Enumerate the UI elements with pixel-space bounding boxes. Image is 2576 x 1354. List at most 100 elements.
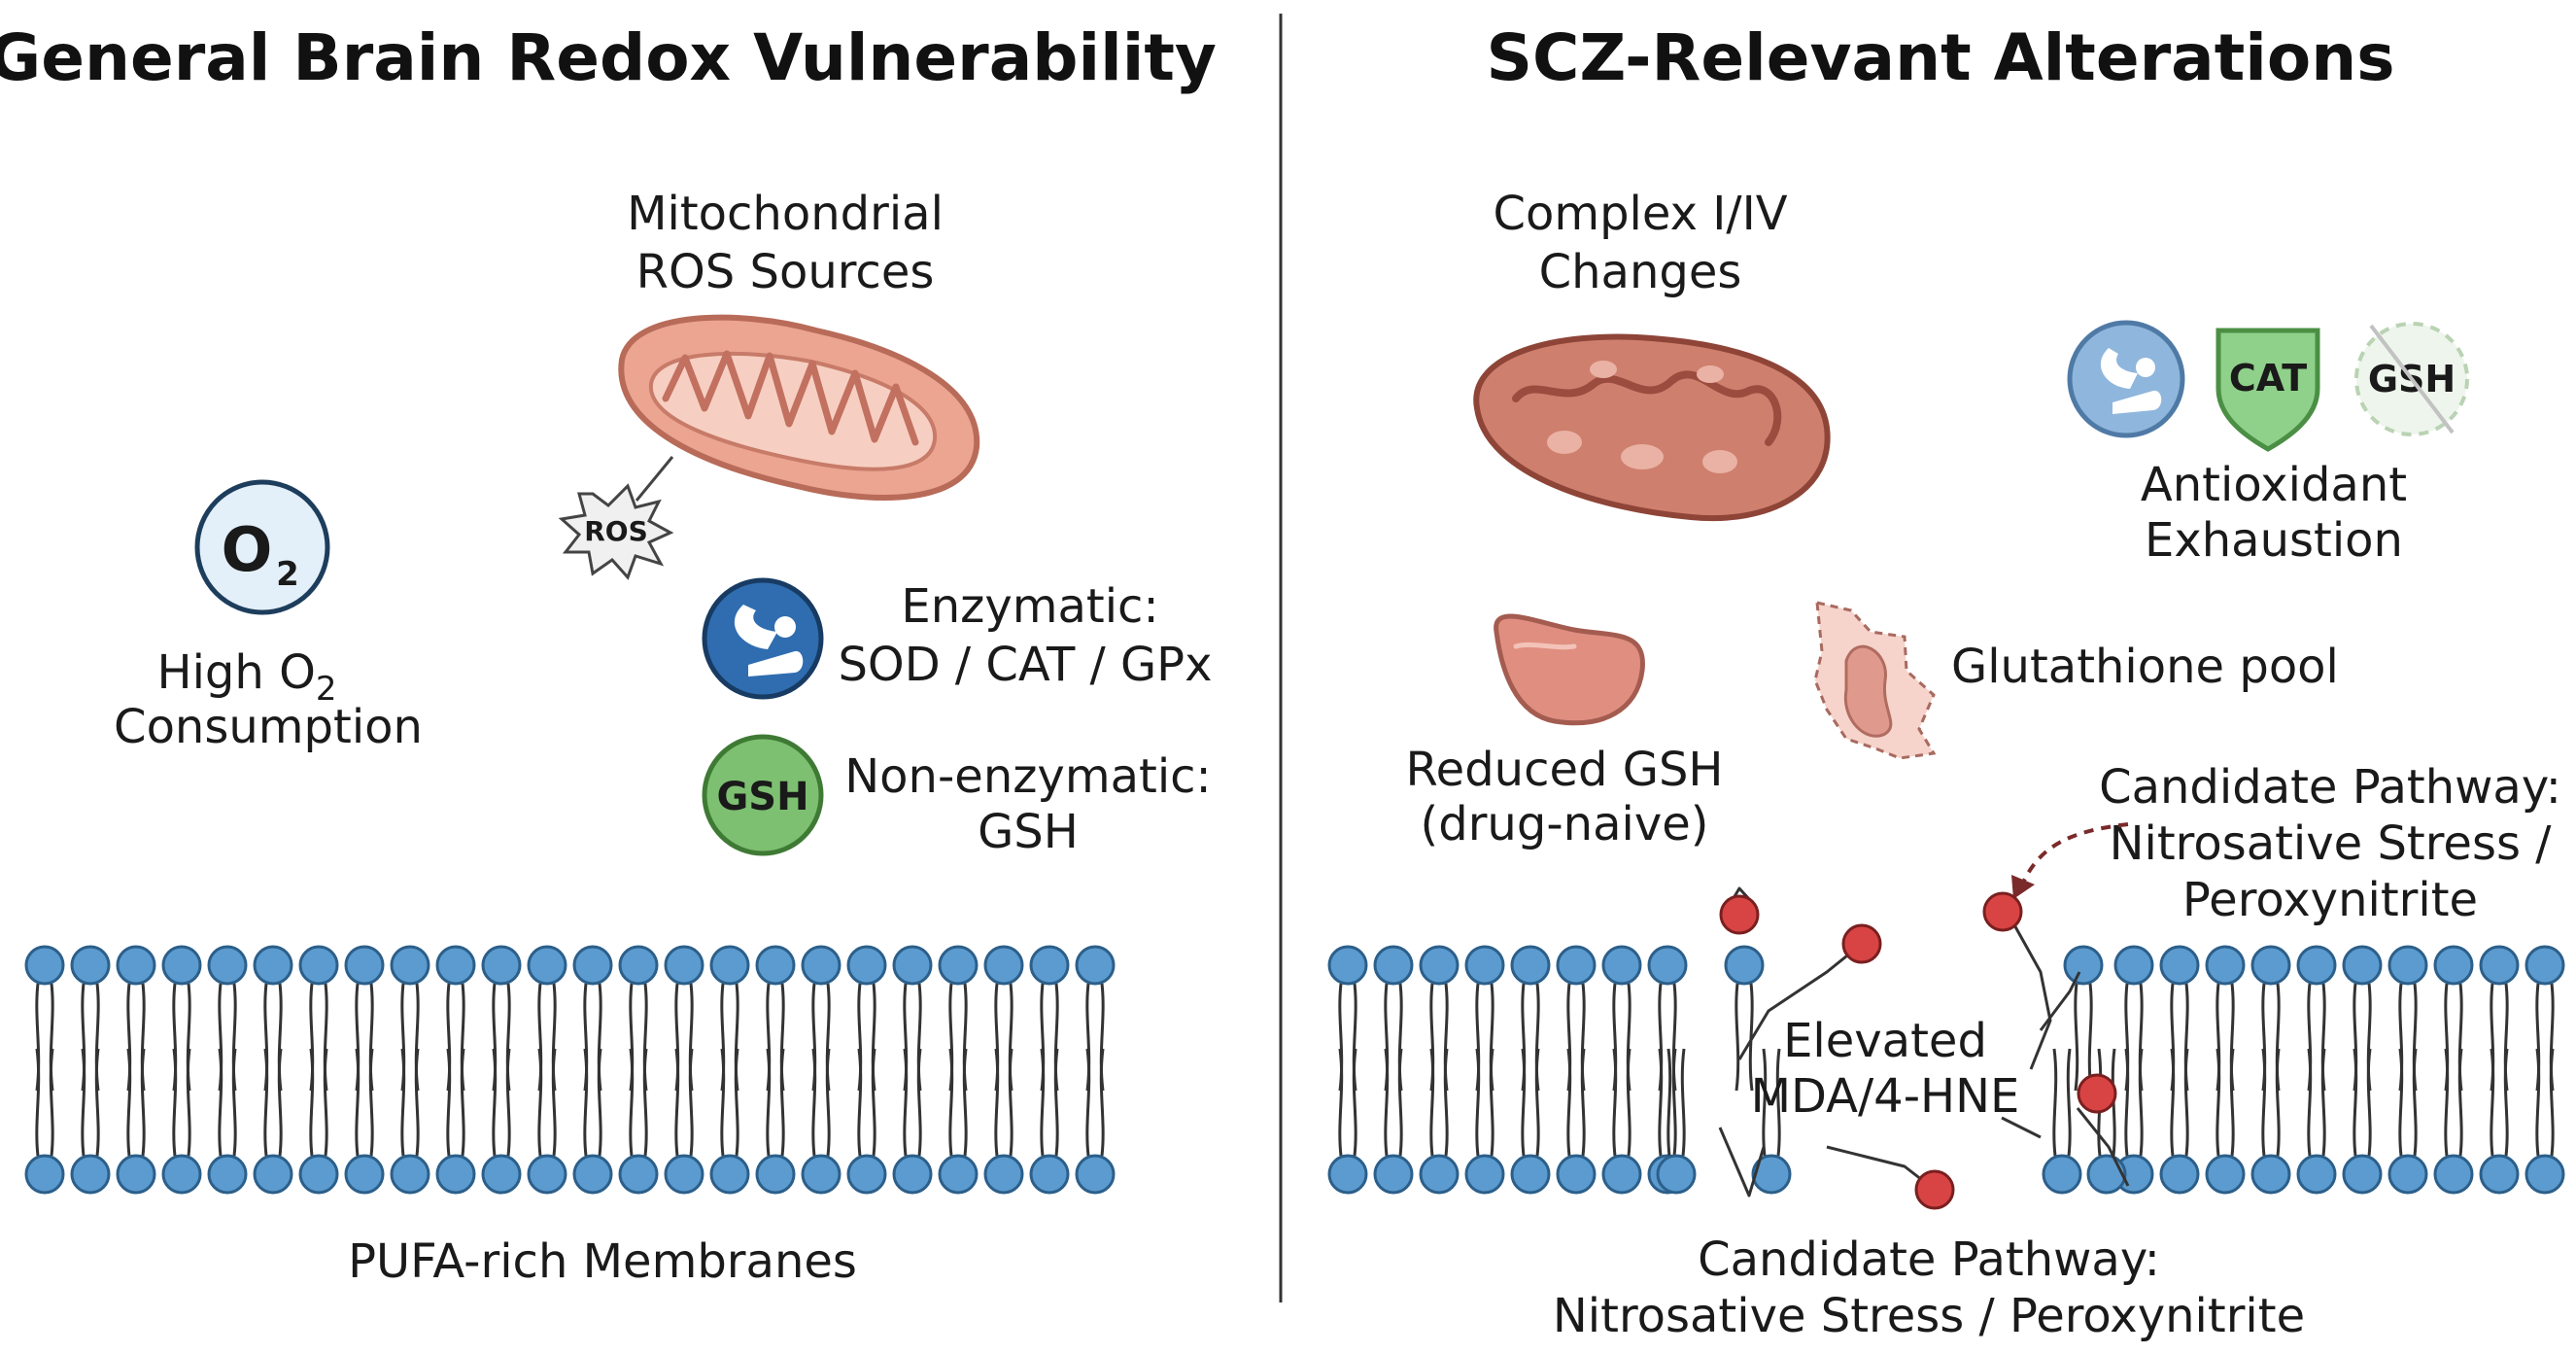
reduced-gsh-label-line2: (drug-naive) (1421, 797, 1709, 851)
left-panel: General Brain Redox Vulnerability Mitoch… (0, 20, 1217, 1289)
membrane-label: PUFA-rich Membranes (348, 1234, 857, 1289)
left-panel-title: General Brain Redox Vulnerability (0, 20, 1217, 95)
lipid-head (435, 1154, 476, 1195)
lipid-head (2524, 1154, 2565, 1195)
o2-label-line1: High O2 (157, 645, 337, 709)
lipid-head (2433, 1154, 2474, 1195)
lipid-head (2342, 1154, 2383, 1195)
lipid-head (1464, 1154, 1505, 1195)
lipid-head (709, 1154, 750, 1195)
cat-shield-icon: CAT (2215, 328, 2320, 452)
lipid-head (1647, 945, 1688, 986)
ros-label: ROS (584, 515, 648, 547)
right-panel: SCZ-Relevant Alterations Complex I/IV Ch… (1327, 20, 2565, 1343)
dashed-arrow-icon (2011, 822, 2129, 899)
lipid-head (2159, 1154, 2200, 1195)
lipid-head (892, 1154, 933, 1195)
lipid-head (161, 1154, 202, 1195)
enzymatic-label-line2: SOD / CAT / GPx (838, 638, 1212, 692)
enzymatic-label-line1: Enzymatic: (901, 579, 1158, 634)
candidate-bottom-line2: Nitrosative Stress / Peroxynitrite (1553, 1289, 2305, 1343)
lipid-head (2296, 945, 2337, 986)
complex-label-line1: Complex I/IV (1493, 187, 1787, 241)
lipid-head (2042, 1154, 2082, 1195)
ros-burst-icon: ROS (558, 456, 674, 580)
lipid-head (1075, 1154, 1116, 1195)
glutathione-pool-icon (1813, 601, 1937, 760)
lipid-head (24, 1154, 65, 1195)
lipid-head (1510, 1154, 1551, 1195)
candidate-top-line3: Peroxynitrite (2182, 873, 2478, 927)
lipid-head (207, 1154, 248, 1195)
antioxidant-label-line1: Antioxidant (2141, 458, 2407, 512)
o2-label-line2: Consumption (114, 700, 423, 754)
lipid-head (664, 945, 704, 986)
candidate-bottom-line1: Candidate Pathway: (1698, 1232, 2160, 1287)
lipid-head (2524, 945, 2565, 986)
lipid-head (390, 945, 430, 986)
lipid-head (618, 1154, 659, 1195)
lipid-head (2159, 945, 2200, 986)
damaged-membrane-right (1327, 886, 2565, 1210)
lipid-head (2296, 1154, 2337, 1195)
lipid-head (2086, 1154, 2127, 1195)
lipid-head (116, 945, 156, 986)
lipid-head (481, 1154, 522, 1195)
lipid-head (1556, 945, 1597, 986)
lipid-head (801, 1154, 841, 1195)
lipid-head (983, 1154, 1024, 1195)
lipid-head (1029, 1154, 1070, 1195)
lipid-head (846, 945, 887, 986)
lipid-head (938, 945, 979, 986)
candidate-top-line1: Candidate Pathway: (2099, 760, 2561, 815)
reduced-gsh-blob-icon (1494, 613, 1645, 726)
lipid-head (572, 1154, 613, 1195)
antioxidant-label-line2: Exhaustion (2145, 513, 2403, 568)
elevated-label-line2: MDA/4-HNE (1751, 1069, 2020, 1124)
lipid-head (1751, 1154, 1792, 1195)
lipid-head (527, 1154, 567, 1195)
lipid-head (1327, 1154, 1368, 1195)
lipid-head (1464, 945, 1505, 986)
o2-icon: O 2 (194, 479, 330, 615)
reduced-gsh-label-line1: Reduced GSH (1405, 743, 1723, 797)
lipid-head (2205, 945, 2246, 986)
lipid-head (755, 945, 796, 986)
lipid-head (1601, 1154, 1642, 1195)
nonenzymatic-label-line1: Non-enzymatic: (844, 749, 1211, 804)
lipid-head (207, 945, 248, 986)
mitochondrion-icon (618, 314, 980, 501)
right-panel-title: SCZ-Relevant Alterations (1487, 20, 2395, 95)
damaged-mitochondrion-icon (1473, 333, 1831, 522)
mito-label-line1: Mitochondrial (627, 187, 944, 241)
lipid-head (2479, 1154, 2520, 1195)
oxidized-lipid-head (2077, 1073, 2117, 1114)
o2-icon-letter: O (222, 514, 273, 585)
gsh-icon-text: GSH (716, 775, 808, 819)
sod-enzyme-icon (702, 577, 824, 700)
lipid-head (1601, 945, 1642, 986)
oxidized-lipid-head (1982, 891, 2023, 932)
lipid-head (253, 1154, 293, 1195)
lipid-head (664, 1154, 704, 1195)
lipid-head (253, 945, 293, 986)
gsh-icon: GSH (702, 734, 824, 856)
lipid-head (70, 1154, 111, 1195)
complex-label-line2: Changes (1539, 245, 1742, 299)
lipid-head (161, 945, 202, 986)
lipid-head (1556, 1154, 1597, 1195)
lipid-head (846, 1154, 887, 1195)
lipid-head (1656, 1154, 1697, 1195)
lipid-head (755, 1154, 796, 1195)
lipid-head (298, 945, 339, 986)
lipid-head (1419, 1154, 1460, 1195)
lipid-head (2479, 945, 2520, 986)
cat-icon-text: CAT (2229, 357, 2307, 399)
lipid-head (1373, 1154, 1414, 1195)
o2-icon-subscript: 2 (276, 555, 299, 594)
lipid-head (801, 945, 841, 986)
lipid-head (116, 1154, 156, 1195)
lipid-head (390, 1154, 430, 1195)
lipid-head (1419, 945, 1460, 986)
lipid-head (527, 945, 567, 986)
